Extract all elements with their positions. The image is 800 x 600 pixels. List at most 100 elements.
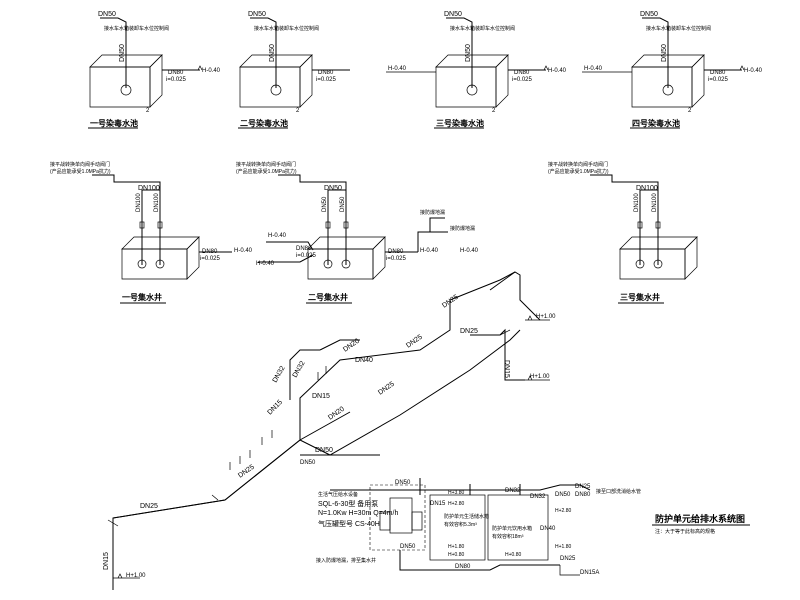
well-2-check-valve-icon <box>325 221 331 229</box>
tank-1-dn-outlet: DN80 <box>168 70 184 76</box>
equip-level-6: H+2.80 <box>555 508 571 514</box>
equip-out-label: DN15A <box>580 570 599 576</box>
tank-2-dn-outlet: DN80 <box>318 70 334 76</box>
box3-title: 防护单元饮用水箱 <box>492 525 532 532</box>
well-1-dn-v2: DN100 <box>154 193 160 212</box>
drawing-title: 防护单元给排水系统图 <box>655 513 745 524</box>
equip-level-4: H+0.80 <box>448 552 464 558</box>
floor-drain-label-1: 接防爆地漏 <box>420 209 445 216</box>
pump-2 <box>411 511 423 531</box>
equip-params: N=1.0Kw H=30m Q=4m/h <box>318 510 398 517</box>
tank-1-slope: i=0.025 <box>166 77 187 83</box>
well-3-dn-v2: DN100 <box>652 193 658 212</box>
equip-level-1: H+3.80 <box>448 490 464 496</box>
well-1-note-2: (产品应能承受1.0MPa抗力) <box>50 168 111 175</box>
fixture-taps <box>107 366 327 527</box>
well-2-outlet2-pipe <box>258 254 314 263</box>
tank-2-dn-vert: DN50 <box>269 44 276 62</box>
well-1-level: H-0.40 <box>234 248 253 254</box>
tank-4-dn-top: DN50 <box>640 11 658 18</box>
equipment-block: 生活气压给水设备 SQL-6-30型 备用泵 N=1.0Kw H=30m Q=4… <box>300 460 641 576</box>
riser-level-2: H+1.00 <box>536 314 556 320</box>
well-3-check-valve-icon <box>637 221 643 229</box>
box3-vol: 有效容积18m³ <box>492 533 524 540</box>
drawing-title-block: 防护单元给排水系统图 注：大于等于此标高的规格 <box>652 513 750 535</box>
equip-model: SQL-6-30型 备用泵 <box>318 499 378 508</box>
tank-4-title: 四号染毒水池 <box>632 118 680 128</box>
riser-dn-4: DN40 <box>355 357 373 364</box>
tank-1-title: 一号染毒水池 <box>90 118 138 128</box>
tank-4-level-left: H-0.40 <box>584 66 603 72</box>
equip-tank: 气压罐型号 CS-40H <box>318 519 380 528</box>
well-1-title: 一号集水井 <box>122 292 162 302</box>
equip-dn-2: DN50 <box>300 460 316 466</box>
tank-2-slope: i=0.025 <box>316 77 337 83</box>
equip-dn-8: DN50 <box>400 544 416 550</box>
tank-4-box-side <box>691 54 705 108</box>
well-3-dn-v1: DN100 <box>634 193 640 212</box>
riser-dn-2: DN25 <box>460 328 478 335</box>
equip-dn-11: DN25 <box>575 484 591 490</box>
level-mark-3 <box>525 375 550 381</box>
well-1-dn-outlet: DN80 <box>202 249 218 255</box>
tank-3: 三号染毒水池DN50DN50接水车水箱装卸车水位控制阀DN80i=0.0252H… <box>386 11 567 129</box>
well-2-box-side <box>372 236 386 280</box>
well-1-box-side <box>186 236 200 280</box>
riser-dn-3: DN15 <box>503 360 510 378</box>
well-2-side-level: H-0.40 <box>460 248 479 254</box>
header-pipe <box>370 484 591 491</box>
tank-1-box-front <box>89 66 151 108</box>
box2-vol: 有效容积5.3m³ <box>444 521 477 528</box>
right-drop <box>470 328 525 381</box>
tank-3-dn-outlet: DN80 <box>514 70 530 76</box>
tank-4-level-right: H-0.40 <box>744 68 763 74</box>
tank-4-dn-outlet: DN80 <box>710 70 726 76</box>
equip-name: 生活气压给水设备 <box>318 491 358 498</box>
well-3-box-side <box>684 236 698 280</box>
level-mark-2 <box>525 315 550 321</box>
well-1-check-valve-icon <box>139 221 145 229</box>
dn25-hline <box>112 499 226 519</box>
well-3-note-1: 接平战转换单向阀手动阀门 <box>548 161 608 168</box>
tank-4: 四号染毒水池DN50DN50接水车水箱装卸车水位控制阀DN80i=0.0252H… <box>582 11 763 129</box>
riser-dn-1: DN25 <box>441 294 460 310</box>
dn32-elbow <box>289 349 320 400</box>
well-3-pump-icon <box>653 259 663 269</box>
tank-3-title: 三号染毒水池 <box>436 118 484 128</box>
well-2-title: 二号集水井 <box>308 292 348 302</box>
tank-3-level-right: H-0.40 <box>548 68 567 74</box>
equip-dn-1: DN50 <box>395 480 411 486</box>
pressure-set-box <box>369 484 426 551</box>
well-2-level: H-0.40 <box>420 248 439 254</box>
well-3-dn-top: DN100 <box>636 185 658 192</box>
equip-dn-4: DN50 <box>555 492 571 498</box>
tank-1-num: 2 <box>146 108 150 114</box>
tank-2-dn-top: DN50 <box>248 11 266 18</box>
riser-dn-14: DN15 <box>103 552 110 570</box>
well-2-box-front <box>307 248 374 280</box>
tank-1-note: 接水车水箱装卸车水位控制阀 <box>104 25 169 32</box>
equip-dn-12: DN80 <box>575 492 591 498</box>
storage-tank-2 <box>487 494 549 561</box>
tank-2-box-side <box>299 54 313 108</box>
well-1-slope: i=0.025 <box>200 256 221 262</box>
tank-2-num: 2 <box>296 108 300 114</box>
tank-3-valve-icon <box>466 84 478 96</box>
tank-3-inlet-pipe <box>446 17 473 88</box>
tank-4-inlet-pipe <box>642 17 669 88</box>
well-3-box-front <box>619 248 686 280</box>
equip-dn-9: DN15 <box>430 501 446 507</box>
tank-2-box-front <box>239 66 301 108</box>
level-mark-1 <box>113 573 140 579</box>
riser-dn-8: DN15 <box>312 393 330 400</box>
well-3-check-valve-icon <box>655 221 661 229</box>
riser-level-3: H+1.00 <box>530 374 550 380</box>
riser-dn-9: DN25 <box>405 334 424 350</box>
floor-drain-label-2: 接防爆地漏 <box>450 225 475 232</box>
